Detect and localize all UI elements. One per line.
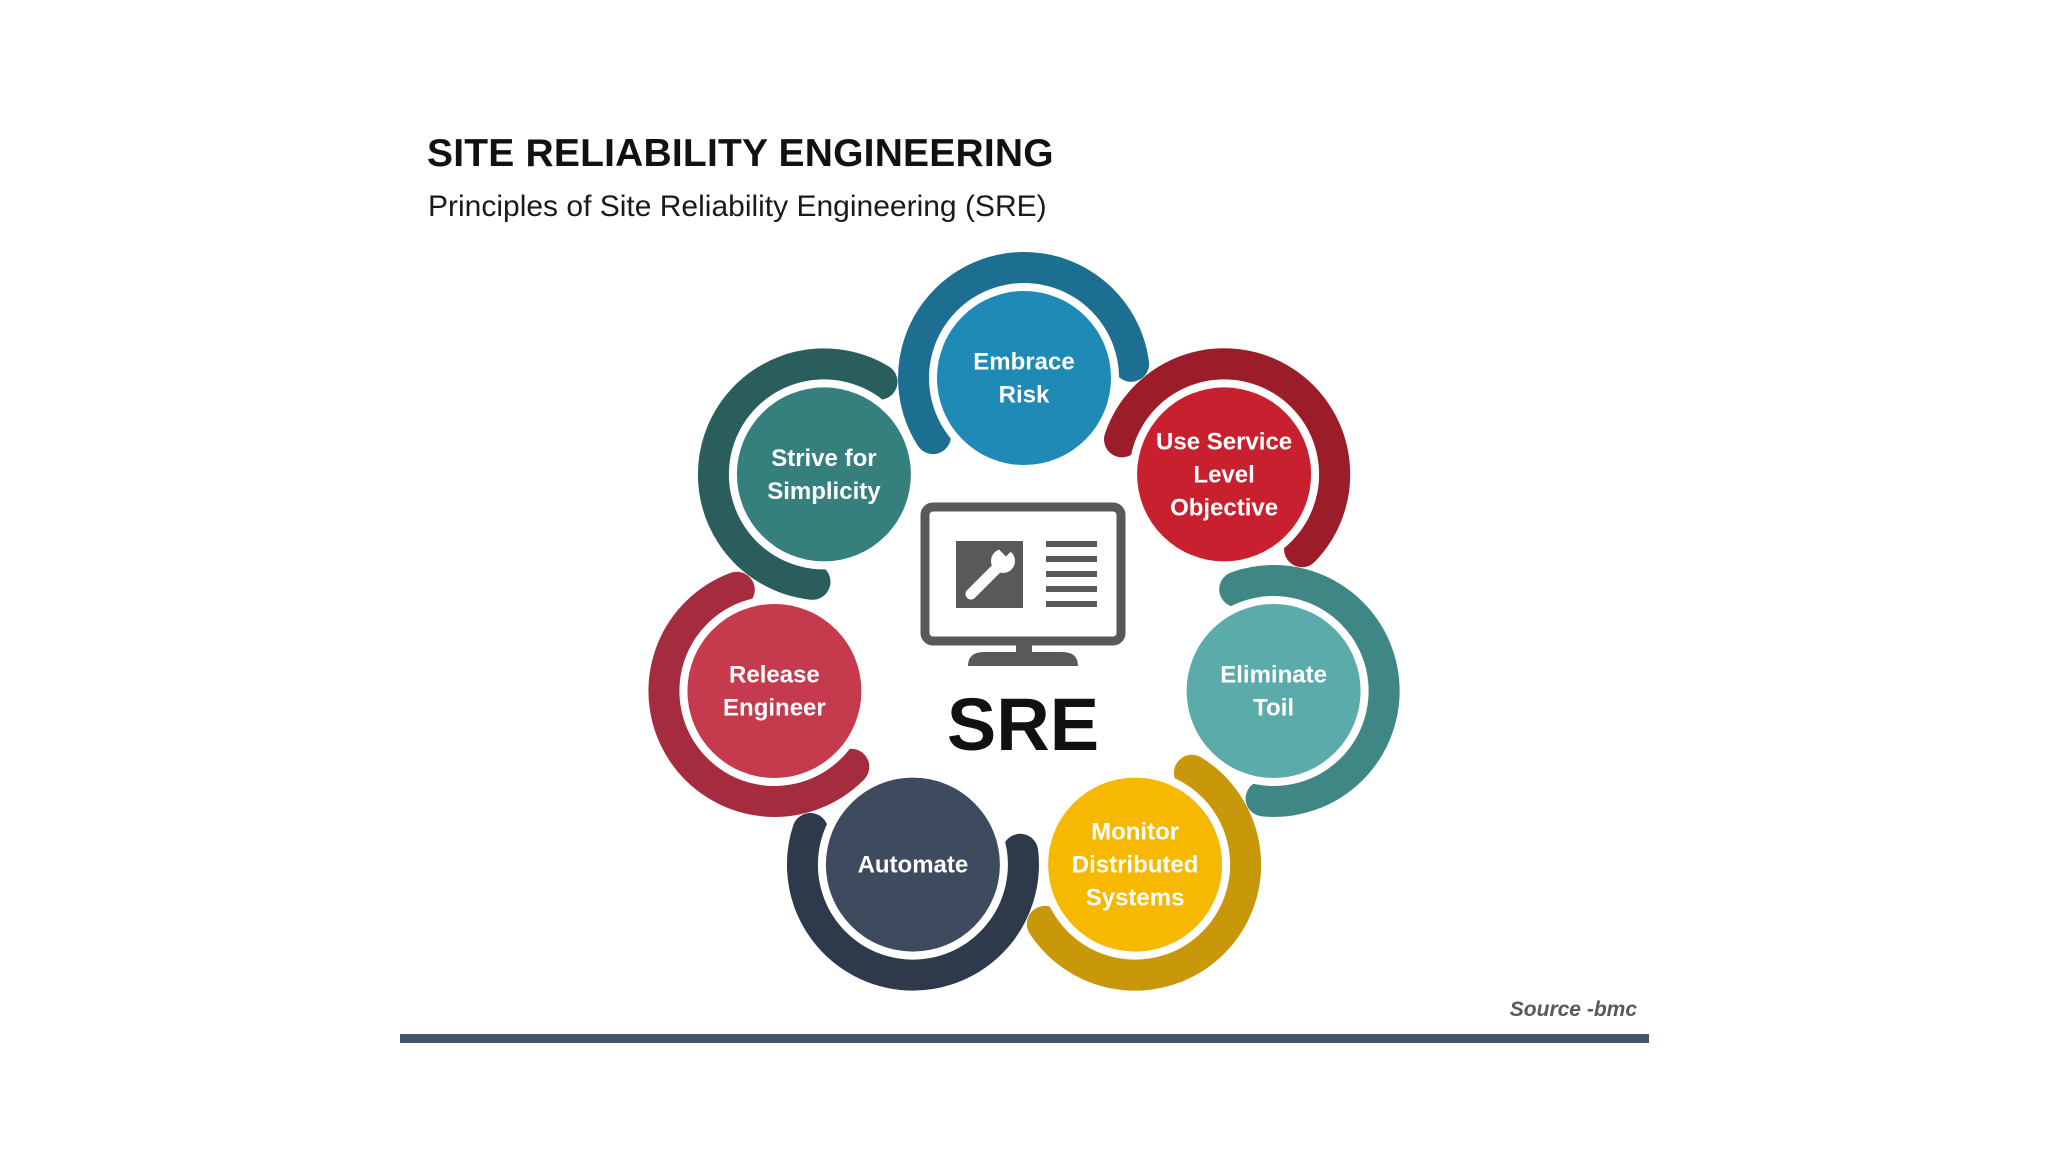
principle-label-line: Release	[729, 662, 820, 689]
monitor-neck	[1016, 641, 1032, 655]
source-note: Source -bmc	[1509, 998, 1637, 1021]
principle-circle-2	[1186, 604, 1361, 778]
principle-label-line: Embrace	[973, 349, 1074, 376]
wrench-icon	[965, 540, 1015, 600]
principle-label-4: Automate	[858, 852, 969, 879]
principle-circle-4	[825, 777, 1000, 952]
principle-circle-3	[1048, 777, 1223, 952]
principle-ring-6	[697, 348, 898, 600]
principle-label-line: Eliminate	[1220, 662, 1327, 689]
text-lines-icon	[1046, 541, 1097, 607]
principle-label-line: Strive for	[771, 445, 876, 472]
monitor-wrench-icon	[920, 502, 1126, 666]
principle-circle-0	[937, 291, 1111, 465]
principle-circle-1	[1137, 387, 1312, 562]
principle-circle-6	[736, 387, 911, 562]
principle-label-line: Use Service	[1156, 428, 1292, 455]
principle-label-line: Automate	[858, 852, 969, 879]
slide-subtitle: Principles of Site Reliability Engineeri…	[428, 190, 1047, 223]
principle-ring-5	[648, 571, 870, 817]
monitor-base	[968, 652, 1078, 666]
principle-label-line: Toil	[1253, 695, 1294, 722]
principle-ring-4	[786, 813, 1039, 991]
principle-label-line: Risk	[999, 382, 1050, 409]
principle-label-line: Systems	[1086, 885, 1185, 912]
principle-label-line: Monitor	[1091, 819, 1179, 846]
principle-ring-1	[1104, 348, 1351, 568]
principle-label-line: Simplicity	[767, 478, 881, 505]
center-label: SRE	[947, 683, 1099, 766]
principle-label-line: Distributed	[1072, 852, 1199, 879]
principle-ring-0	[898, 252, 1150, 455]
principle-circle-5	[687, 604, 862, 778]
principle-label-line: Level	[1193, 461, 1254, 488]
slide-title: SITE RELIABILITY ENGINEERING	[427, 132, 1054, 175]
principle-label-line: Engineer	[723, 695, 826, 722]
principle-ring-2	[1219, 565, 1400, 817]
principle-rings	[648, 252, 1400, 991]
principle-ring-3	[1026, 754, 1262, 991]
bottom-rule	[400, 1034, 1649, 1043]
principle-label-line: Objective	[1170, 494, 1278, 521]
